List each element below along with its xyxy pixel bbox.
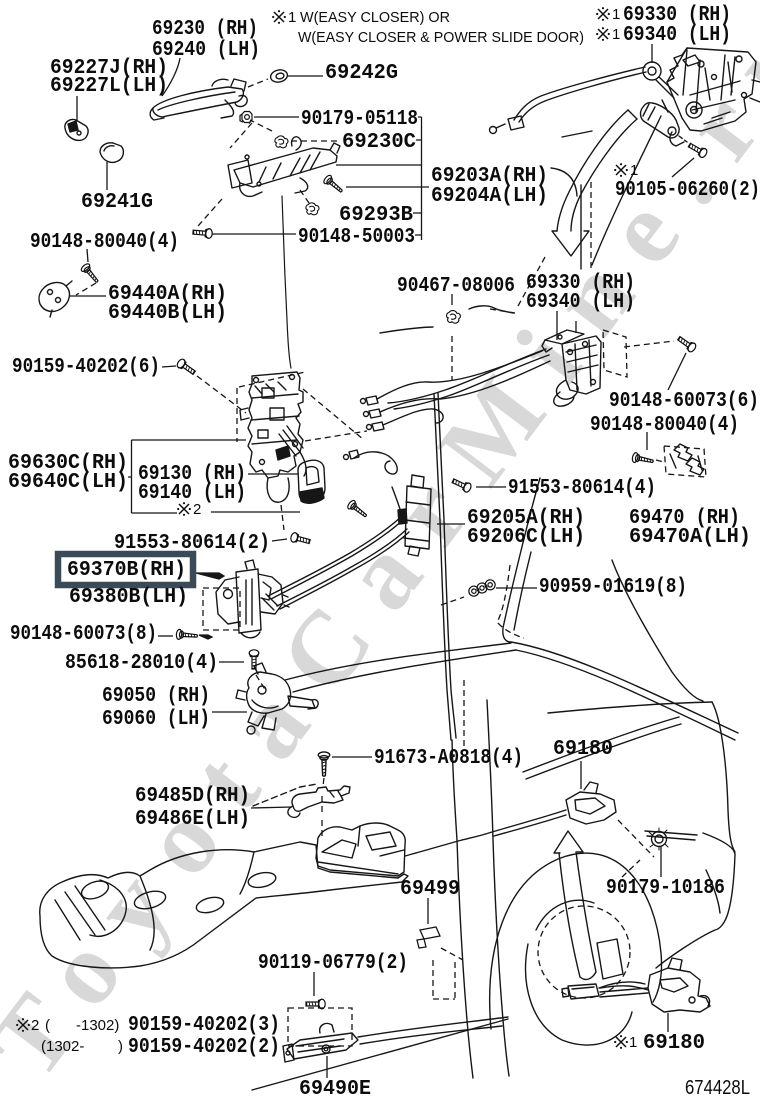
svg-text:69470 (RH): 69470 (RH) bbox=[629, 507, 740, 530]
svg-text:90179-10186: 90179-10186 bbox=[606, 877, 725, 900]
svg-text:1: 1 bbox=[288, 9, 296, 26]
svg-text:69470A(LH): 69470A(LH) bbox=[629, 526, 751, 549]
svg-text:90959-01619(8): 90959-01619(8) bbox=[539, 576, 687, 599]
svg-text:69486E(LH): 69486E(LH) bbox=[135, 808, 250, 831]
svg-text:90159-40202(3): 90159-40202(3) bbox=[128, 1014, 280, 1037]
svg-text:1: 1 bbox=[630, 162, 638, 179]
svg-text:69242G: 69242G bbox=[325, 62, 398, 85]
svg-text:90119-06779(2): 90119-06779(2) bbox=[258, 952, 408, 975]
svg-text:69330 (RH): 69330 (RH) bbox=[526, 272, 635, 295]
svg-text:W(EASY CLOSER) OR: W(EASY CLOSER) OR bbox=[300, 9, 450, 26]
svg-text:69180: 69180 bbox=[553, 738, 613, 761]
svg-text:85618-28010(4): 85618-28010(4) bbox=[65, 652, 218, 675]
svg-text:90148-50003: 90148-50003 bbox=[298, 226, 415, 249]
svg-text:69203A(RH): 69203A(RH) bbox=[431, 165, 548, 188]
svg-text:-1302): -1302) bbox=[76, 1017, 119, 1034]
svg-text:69230C: 69230C bbox=[342, 131, 416, 154]
svg-text:69180: 69180 bbox=[643, 1032, 705, 1055]
svg-text:91553-80614(4): 91553-80614(4) bbox=[508, 477, 656, 500]
svg-text:1: 1 bbox=[629, 1034, 637, 1051]
svg-text:W(EASY CLOSER & POWER SLIDE DO: W(EASY CLOSER & POWER SLIDE DOOR) bbox=[298, 29, 584, 46]
svg-text:1: 1 bbox=[612, 26, 620, 43]
svg-text:2: 2 bbox=[193, 501, 201, 518]
svg-text:90148-60073(8): 90148-60073(8) bbox=[10, 623, 157, 646]
svg-text:69440B(LH): 69440B(LH) bbox=[108, 302, 227, 325]
svg-text:91673-A0818(4): 91673-A0818(4) bbox=[374, 747, 523, 770]
svg-text:69050 (RH): 69050 (RH) bbox=[102, 685, 210, 708]
svg-text:2: 2 bbox=[31, 1017, 39, 1034]
svg-text:69140 (LH): 69140 (LH) bbox=[138, 482, 246, 505]
svg-text:90148-60073(6): 90148-60073(6) bbox=[609, 390, 759, 413]
svg-text:69230 (RH): 69230 (RH) bbox=[152, 18, 258, 41]
svg-text:69241G: 69241G bbox=[81, 191, 153, 214]
svg-text:69227J(RH): 69227J(RH) bbox=[50, 57, 168, 80]
svg-text:69205A(RH): 69205A(RH) bbox=[467, 507, 585, 530]
svg-text:90148-80040(4): 90148-80040(4) bbox=[590, 414, 739, 437]
svg-text:69330 (RH): 69330 (RH) bbox=[623, 4, 731, 27]
svg-text:90148-80040(4): 90148-80040(4) bbox=[30, 231, 179, 254]
svg-text:69206C(LH): 69206C(LH) bbox=[467, 526, 585, 549]
svg-text:69293B: 69293B bbox=[339, 204, 413, 227]
svg-text:69227L(LH): 69227L(LH) bbox=[50, 75, 168, 98]
svg-text:69204A(LH): 69204A(LH) bbox=[431, 185, 548, 208]
svg-text:69380B(LH): 69380B(LH) bbox=[69, 586, 188, 609]
svg-text:69240 (LH): 69240 (LH) bbox=[152, 39, 260, 62]
svg-text:90467-08006: 90467-08006 bbox=[397, 275, 515, 298]
svg-text:69060 (LH): 69060 (LH) bbox=[102, 708, 210, 731]
svg-text:69130 (RH): 69130 (RH) bbox=[138, 463, 246, 486]
svg-text:69640C(LH): 69640C(LH) bbox=[8, 471, 128, 494]
svg-text:91553-80614(2): 91553-80614(2) bbox=[114, 532, 270, 555]
svg-text:): ) bbox=[118, 1038, 123, 1055]
svg-text:69340 (LH): 69340 (LH) bbox=[526, 291, 635, 314]
svg-text:(1302-: (1302- bbox=[41, 1038, 84, 1055]
svg-text:69630C(RH): 69630C(RH) bbox=[8, 452, 128, 475]
svg-text:90159-40202(2): 90159-40202(2) bbox=[128, 1036, 280, 1059]
svg-text:69485D(RH): 69485D(RH) bbox=[135, 785, 250, 808]
svg-text:69370B(RH): 69370B(RH) bbox=[67, 559, 186, 582]
svg-text:1: 1 bbox=[612, 6, 620, 23]
svg-text:674428L: 674428L bbox=[685, 1077, 750, 1099]
svg-text:90159-40202(6): 90159-40202(6) bbox=[12, 356, 160, 379]
svg-text:90105-06260(2): 90105-06260(2) bbox=[615, 179, 760, 202]
svg-text:69440A(RH): 69440A(RH) bbox=[108, 283, 227, 306]
svg-text:90179-05118: 90179-05118 bbox=[301, 108, 418, 131]
svg-text:(: ( bbox=[45, 1017, 50, 1034]
svg-text:69499: 69499 bbox=[400, 878, 460, 901]
svg-text:69340 (LH): 69340 (LH) bbox=[623, 24, 731, 47]
svg-text:69490E: 69490E bbox=[299, 1078, 371, 1101]
